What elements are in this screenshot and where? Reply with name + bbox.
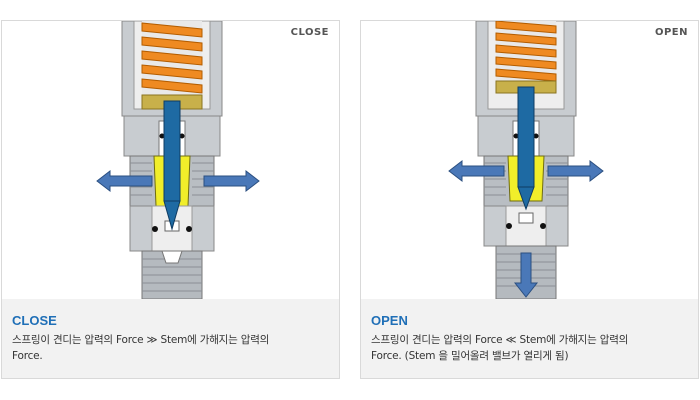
open-valve-cutaway [448,21,604,299]
flow-arrow-right [203,169,260,193]
stem [163,100,181,231]
state-label: CLOSE [290,27,329,38]
open-valve-panel: OPEN OPEN 스프링이 견디는 압력의 Force ≪ Stem에 가해지… [360,20,699,379]
caption-title: CLOSE [12,313,57,328]
caption-line-1: 스프링이 견디는 압력의 Force ≫ Stem에 가해지는 압력의 [12,334,270,346]
caption: OPEN 스프링이 견디는 압력의 Force ≪ Stem에 가해지는 압력의… [361,299,698,378]
close-valve-panel: CLOSE CLOSE 스프링이 견디는 압력의 Force ≫ Stem에 가… [1,20,340,379]
open-valve-illustration: OPEN [361,21,698,299]
caption: CLOSE 스프링이 견디는 압력의 Force ≫ Stem에 가해지는 압력… [2,299,339,378]
flow-arrow-right [547,159,604,183]
close-valve-cutaway [96,21,260,299]
caption-title: OPEN [371,313,408,328]
flow-arrow-down [513,252,539,298]
flow-arrow-left [96,169,153,193]
stem [517,86,535,211]
caption-line-1: 스프링이 견디는 압력의 Force ≪ Stem에 가해지는 압력의 [371,334,629,346]
close-valve-illustration: CLOSE [2,21,339,299]
caption-line-2: Force. (Stem 을 밀어올려 밸브가 열리게 됨) [371,350,569,362]
caption-line-2: Force. [12,350,43,362]
flow-arrow-left [448,159,505,183]
spring [141,21,203,95]
spring [495,21,557,82]
state-label: OPEN [654,27,688,38]
